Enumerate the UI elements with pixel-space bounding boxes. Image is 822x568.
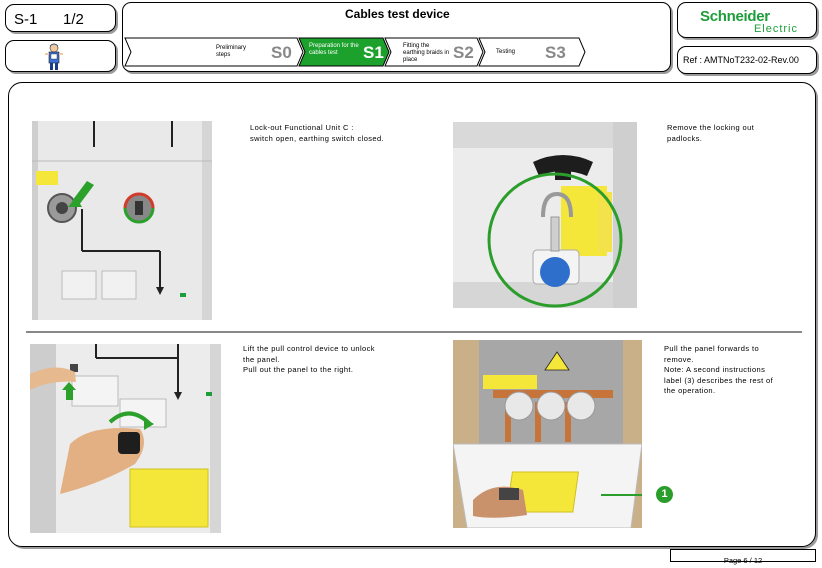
stage-s1-label: Preparation for the cables test [309, 43, 359, 56]
page-fraction: 1/2 [63, 11, 84, 28]
stage-s0-label: Preliminary steps [216, 45, 247, 58]
padlock-illustration [453, 122, 637, 308]
stage-s3-label: Testing [496, 49, 516, 55]
document-reference: Ref : AMTNoT232-02-Rev.00 [683, 55, 799, 65]
instruction-2-line-1: Remove the locking out [667, 123, 755, 132]
stage-arrow-s1 [298, 37, 390, 67]
row-divider [26, 331, 802, 333]
page-title: Cables test device [345, 7, 450, 21]
instruction-4: Pull the panel forwards to remove. Note:… [664, 344, 814, 397]
title-progress-box: Cables test device Preliminary steps S0 … [122, 2, 671, 72]
logo-subline: Electric [753, 23, 798, 35]
instruction-1: Lock-out Functional Unit C : switch open… [250, 123, 450, 144]
callout-1: 1 [656, 486, 673, 503]
stage-s2-code: S2 [453, 43, 474, 62]
callout-1-number: 1 [661, 488, 668, 500]
instruction-4-line-3: Note: A second instructions [664, 365, 766, 374]
stage-arrows [124, 37, 586, 67]
instruction-3-line-2: the panel. [243, 354, 280, 364]
pull-control-illustration [30, 344, 221, 533]
stage-s2-label: Fitting the earthing braids in place [403, 43, 450, 63]
instruction-4-line-1: Pull the panel forwards to [664, 344, 760, 353]
page-number: Page 6 / 12 [723, 556, 763, 565]
remove-panel-illustration [453, 340, 642, 528]
stage-arrow-s0 [124, 37, 304, 67]
instruction-3-line-1: Lift the pull control device to unlock [243, 344, 375, 353]
stage-s1-code: S1 [363, 43, 384, 62]
instruction-3: Lift the pull control device to unlock t… [243, 344, 443, 376]
instruction-1-line-1: Lock-out Functional Unit C : [250, 123, 354, 132]
instruction-2: Remove the locking out padlocks. [667, 123, 807, 144]
stage-arrow-s3 [478, 37, 586, 67]
logo-wordmark: Schneider [700, 8, 770, 25]
instruction-1-line-2: switch open, earthing switch closed. [250, 133, 385, 143]
instruction-4-line-4: label (3) describes the rest of [664, 375, 774, 385]
logo-box: Schneider Electric [677, 2, 817, 38]
step-id: S-1 [14, 11, 38, 28]
reference-box: Ref : AMTNoT232-02-Rev.00 [677, 46, 817, 74]
stage-s0-code: S0 [271, 43, 292, 62]
instruction-4-line-5: the operation. [664, 386, 716, 395]
company-logo: Schneider Electric [700, 8, 800, 35]
operator-icon [45, 43, 63, 70]
step-id-box: S-1 1/2 [5, 4, 116, 32]
instruction-4-line-2: remove. [664, 354, 694, 364]
photo-padlock [453, 122, 637, 308]
lockout-switch-illustration [32, 121, 212, 320]
instruction-3-line-3: Pull out the panel to the right. [243, 365, 354, 374]
page-number-box: Page 6 / 12 [670, 549, 816, 565]
photo-pull-control [30, 344, 221, 533]
photo-remove-panel [453, 340, 642, 528]
photo-lockout-switch [32, 121, 212, 320]
stage-s3-code: S3 [545, 43, 566, 62]
operator-box [5, 40, 116, 72]
instruction-2-line-2: padlocks. [667, 133, 703, 143]
stage-arrow-s2 [384, 37, 484, 67]
